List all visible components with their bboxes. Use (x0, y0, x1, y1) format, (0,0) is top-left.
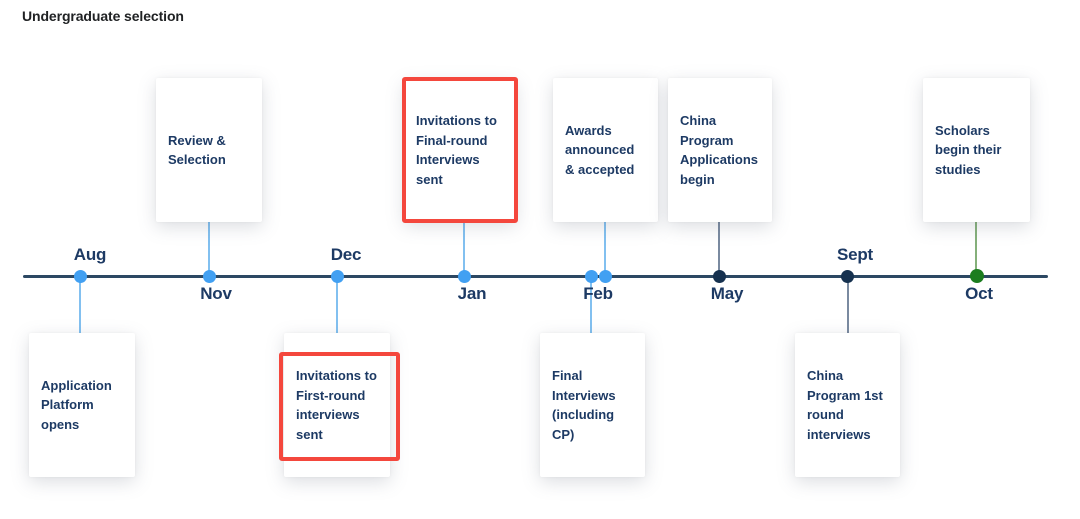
month-label-sept: Sept (836, 245, 874, 264)
timeline-dot-sept (841, 270, 854, 283)
month-label-oct: Oct (965, 284, 993, 303)
page-title: Undergraduate selection (22, 8, 184, 24)
month-label-feb: Feb (583, 284, 613, 303)
card-text: Awards announced & accepted (565, 122, 635, 177)
card-text: Invitations to First-round interviews se… (296, 368, 377, 442)
connector-aug (79, 277, 81, 333)
card-application-platform-opens: Application Platform opens (29, 333, 135, 477)
timeline-axis (23, 275, 1048, 278)
card-review-selection: Review & Selection (156, 78, 262, 222)
connector-may (718, 222, 720, 276)
month-label-nov: Nov (200, 284, 232, 303)
connector-feb-down (590, 277, 592, 333)
card-text: Invitations to Final-round Interviews se… (416, 113, 497, 187)
timeline-dot-jan (458, 270, 471, 283)
card-awards-announced: Awards announced & accepted (553, 78, 658, 222)
card-text: China Program Applications begin (680, 113, 759, 187)
month-label-jan: Jan (457, 284, 487, 303)
card-scholars-begin-studies: Scholars begin their studies (923, 78, 1030, 222)
card-text: China Program 1st round interviews (807, 368, 883, 442)
month-label-dec: Dec (330, 245, 362, 264)
highlight-rect-final-round (402, 77, 518, 223)
connector-jan (463, 222, 465, 276)
month-label-aug: Aug (73, 245, 107, 264)
connector-sept (847, 277, 849, 333)
timeline-dot-aug (74, 270, 87, 283)
timeline-dot-feb-right (599, 270, 612, 283)
card-china-program-first-round: China Program 1st round interviews (795, 333, 900, 477)
timeline-dot-dec (331, 270, 344, 283)
highlight-rect-first-round (279, 352, 400, 461)
card-text: Application Platform opens (41, 377, 112, 432)
card-china-program-applications: China Program Applications begin (668, 78, 772, 222)
connector-nov (208, 222, 210, 276)
timeline-dot-may (713, 270, 726, 283)
card-text: Review & Selection (168, 132, 226, 168)
card-first-round-invitations: Invitations to First-round interviews se… (284, 333, 390, 477)
timeline-dot-nov (203, 270, 216, 283)
timeline-dot-oct (970, 269, 984, 283)
card-text: Final Interviews (including CP) (552, 368, 616, 442)
month-label-may: May (710, 284, 744, 303)
connector-dec (336, 277, 338, 333)
connector-feb-up (604, 222, 606, 276)
card-text: Scholars begin their studies (935, 122, 1002, 177)
timeline-dot-feb-left (585, 270, 598, 283)
card-final-interviews: Final Interviews (including CP) (540, 333, 645, 477)
card-final-round-invitations: Invitations to Final-round Interviews se… (404, 79, 516, 221)
connector-oct (975, 222, 977, 276)
